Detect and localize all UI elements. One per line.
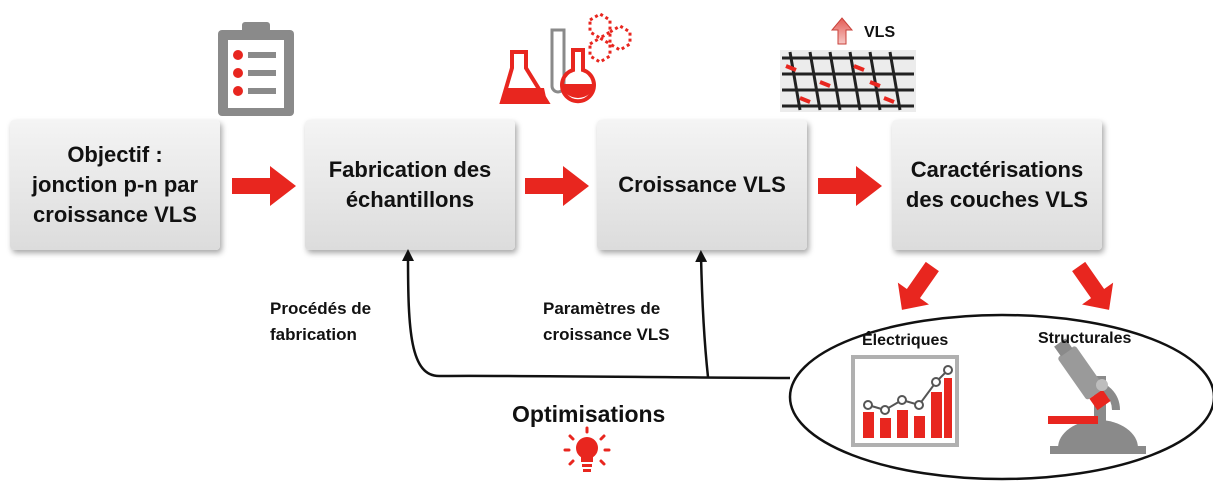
feedback-line-growth xyxy=(695,250,710,378)
structural-label: Structurales xyxy=(1038,330,1132,347)
step-objective: Objectif : jonction p-n par croissance V… xyxy=(10,120,220,250)
bar-chart-icon xyxy=(851,355,959,447)
vls-icon-label: VLS xyxy=(864,24,896,41)
arrow-growth-to-characterisation xyxy=(818,166,882,206)
step-fabrication: Fabrication des échantillons xyxy=(305,120,515,250)
growth-parameters-label: Paramètres de croissance VLS xyxy=(543,299,670,345)
arrow-to-electrical xyxy=(897,261,939,310)
step-characterisation-text: Caractérisations des couches VLS xyxy=(905,157,1089,212)
step-fabrication-text: Fabrication des échantillons xyxy=(328,157,492,212)
microscope-icon xyxy=(1048,338,1146,454)
step-characterisation: Caractérisations des couches VLS xyxy=(892,120,1102,250)
clipboard-icon xyxy=(218,22,294,116)
arrow-fabrication-to-growth xyxy=(525,166,589,206)
nanowire-icon xyxy=(780,17,916,112)
flask-icon xyxy=(499,12,632,104)
step-growth-text: Croissance VLS xyxy=(618,172,786,198)
electrical-label: Électriques xyxy=(862,332,949,349)
step-objective-text: Objectif : jonction p-n par croissance V… xyxy=(31,142,199,227)
lightbulb-icon xyxy=(563,426,611,472)
arrow-to-structural xyxy=(1072,261,1114,310)
step-growth: Croissance VLS xyxy=(597,120,807,250)
arrow-objective-to-fabrication xyxy=(232,166,296,206)
fabrication-process-label: Procédés de fabrication xyxy=(270,299,372,345)
feedback-line xyxy=(402,249,791,380)
optimisations-label: Optimisations xyxy=(512,401,666,427)
